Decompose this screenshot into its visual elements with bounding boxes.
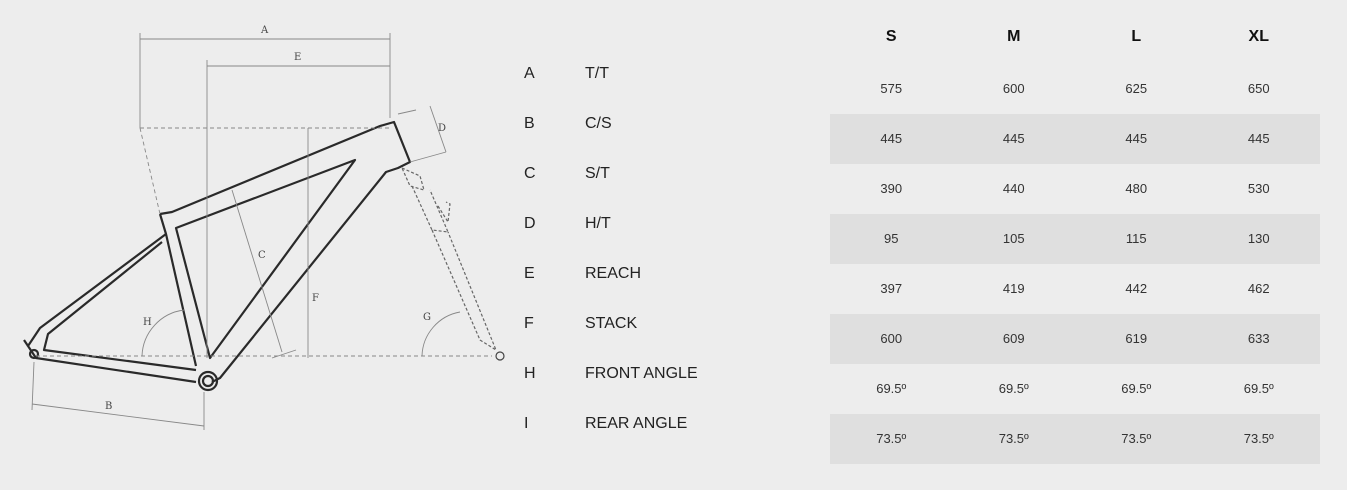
- table-cell: 600: [880, 331, 903, 346]
- table-cell: 69.5º: [1121, 381, 1152, 396]
- table-cell: 442: [1125, 281, 1148, 296]
- legend-row: C S/T: [520, 149, 820, 199]
- size-header-s: S: [885, 28, 897, 45]
- legend-row: A T/T: [520, 49, 820, 99]
- dim-label-g: G: [423, 312, 431, 323]
- table-row: 69.5º 69.5º 69.5º 69.5º: [830, 364, 1320, 414]
- bike-frame-diagram: A E D C F H G B: [23, 25, 505, 430]
- table-cell: 69.5º: [998, 381, 1029, 396]
- legend-letter: D: [524, 215, 536, 232]
- size-header-m: M: [1007, 28, 1021, 45]
- dim-label-a: A: [260, 25, 269, 36]
- dim-label-b: B: [105, 401, 112, 412]
- table-cell: 105: [1002, 231, 1025, 246]
- table-cell: 609: [1002, 331, 1025, 346]
- table-cell: 445: [880, 131, 903, 146]
- dimension-lines: [31, 33, 492, 430]
- table-cell: 650: [1247, 81, 1270, 96]
- legend-row: B C/S: [520, 99, 820, 149]
- legend-letter: A: [524, 65, 535, 82]
- table-cell: 440: [1002, 181, 1025, 196]
- legend-row: H FRONT ANGLE: [520, 349, 820, 399]
- rear-dropout: [28, 348, 40, 360]
- rear-triangle-inner: [42, 241, 197, 372]
- table-row: 73.5º 73.5º 73.5º 73.5º: [830, 414, 1320, 464]
- table-cell: 633: [1247, 331, 1270, 346]
- table-cell: 530: [1247, 181, 1270, 196]
- table-cell: 130: [1247, 231, 1270, 246]
- table-cell: 73.5º: [876, 431, 907, 446]
- table-row: 95 105 115 130: [830, 214, 1320, 264]
- legend-row: D H/T: [520, 199, 820, 249]
- table-row: 390 440 480 530: [830, 164, 1320, 214]
- table-cell: 73.5º: [998, 431, 1029, 446]
- size-header-row: S M L XL: [830, 14, 1320, 64]
- table-cell: 600: [1002, 81, 1025, 96]
- legend-row: E REACH: [520, 249, 820, 299]
- table-cell: 445: [1247, 131, 1270, 146]
- frame-outer-outline: [159, 120, 412, 383]
- bottom-bracket: [197, 370, 219, 392]
- table-cell: 419: [1002, 281, 1025, 296]
- size-header-xl: XL: [1248, 28, 1269, 45]
- geometry-legend: A T/T B C/S C S/T D H/T E REACH F STACK …: [520, 49, 820, 449]
- table-cell: 73.5º: [1121, 431, 1152, 446]
- legend-letter: B: [524, 115, 535, 132]
- legend-letter: F: [524, 315, 534, 332]
- legend-label: S/T: [585, 165, 610, 182]
- table-row: 445 445 445 445: [830, 114, 1320, 164]
- legend-label: REACH: [585, 265, 642, 282]
- legend-label: H/T: [585, 215, 611, 232]
- dim-label-c: C: [258, 250, 266, 261]
- table-cell: 69.5º: [1243, 381, 1274, 396]
- legend-label: T/T: [585, 65, 609, 82]
- table-cell: 625: [1125, 81, 1148, 96]
- table-row: 600 609 619 633: [830, 314, 1320, 364]
- table-row: 397 419 442 462: [830, 264, 1320, 314]
- table-cell: 69.5º: [876, 381, 907, 396]
- table-cell: 95: [884, 231, 899, 246]
- frame-inner-triangle: [174, 158, 357, 360]
- legend-letter: H: [524, 365, 536, 382]
- table-cell: 73.5º: [1243, 431, 1274, 446]
- size-header-l: L: [1131, 28, 1142, 45]
- legend-letter: C: [524, 165, 536, 182]
- table-row: 575 600 625 650: [830, 64, 1320, 114]
- legend-letter: E: [524, 265, 535, 282]
- bike-frame: [23, 120, 412, 392]
- table-cell: 445: [1125, 131, 1148, 146]
- table-cell: 480: [1125, 181, 1148, 196]
- legend-row: I REAR ANGLE: [520, 399, 820, 449]
- table-cell: 115: [1125, 231, 1147, 246]
- legend-label: STACK: [585, 315, 638, 332]
- table-cell: 575: [880, 81, 903, 96]
- legend-label: FRONT ANGLE: [585, 365, 698, 382]
- table-cell: 390: [880, 181, 903, 196]
- legend-label: REAR ANGLE: [585, 415, 688, 432]
- legend-label: C/S: [585, 115, 612, 132]
- legend-row: F STACK: [520, 299, 820, 349]
- legend-letter: I: [524, 415, 529, 432]
- dim-label-e: E: [294, 52, 301, 63]
- geometry-table: S M L XL 575 600 625 650 445 445 445 445…: [830, 14, 1320, 464]
- table-cell: 462: [1247, 281, 1270, 296]
- table-cell: 619: [1125, 331, 1148, 346]
- table-cell: 445: [1002, 131, 1025, 146]
- dim-label-d: D: [438, 123, 446, 134]
- dim-label-h: H: [143, 317, 152, 328]
- dim-label-f: F: [312, 293, 319, 304]
- table-cell: 397: [880, 281, 903, 296]
- fork: [400, 166, 505, 361]
